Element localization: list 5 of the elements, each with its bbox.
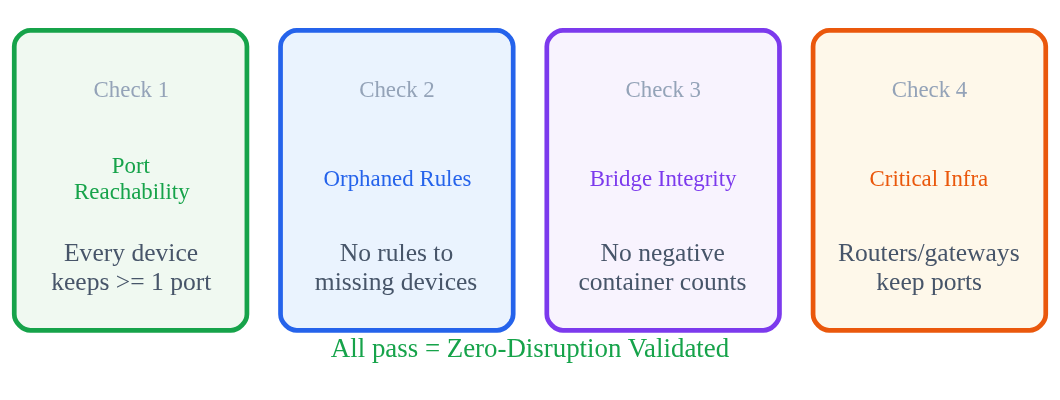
caption: All pass = Zero-Disruption Validated [330, 332, 730, 363]
node-box: Check 2 Orphaned Rules No rules to missing devices [278, 27, 516, 333]
node-box: Check 1 Port Reachability Every device keeps >= 1 port [11, 27, 250, 333]
node-box: Check 4 Critical Infra Routers/gateways keep ports [810, 27, 1049, 333]
node-box: Check 3 Bridge Integrity No negative container counts [544, 27, 782, 333]
